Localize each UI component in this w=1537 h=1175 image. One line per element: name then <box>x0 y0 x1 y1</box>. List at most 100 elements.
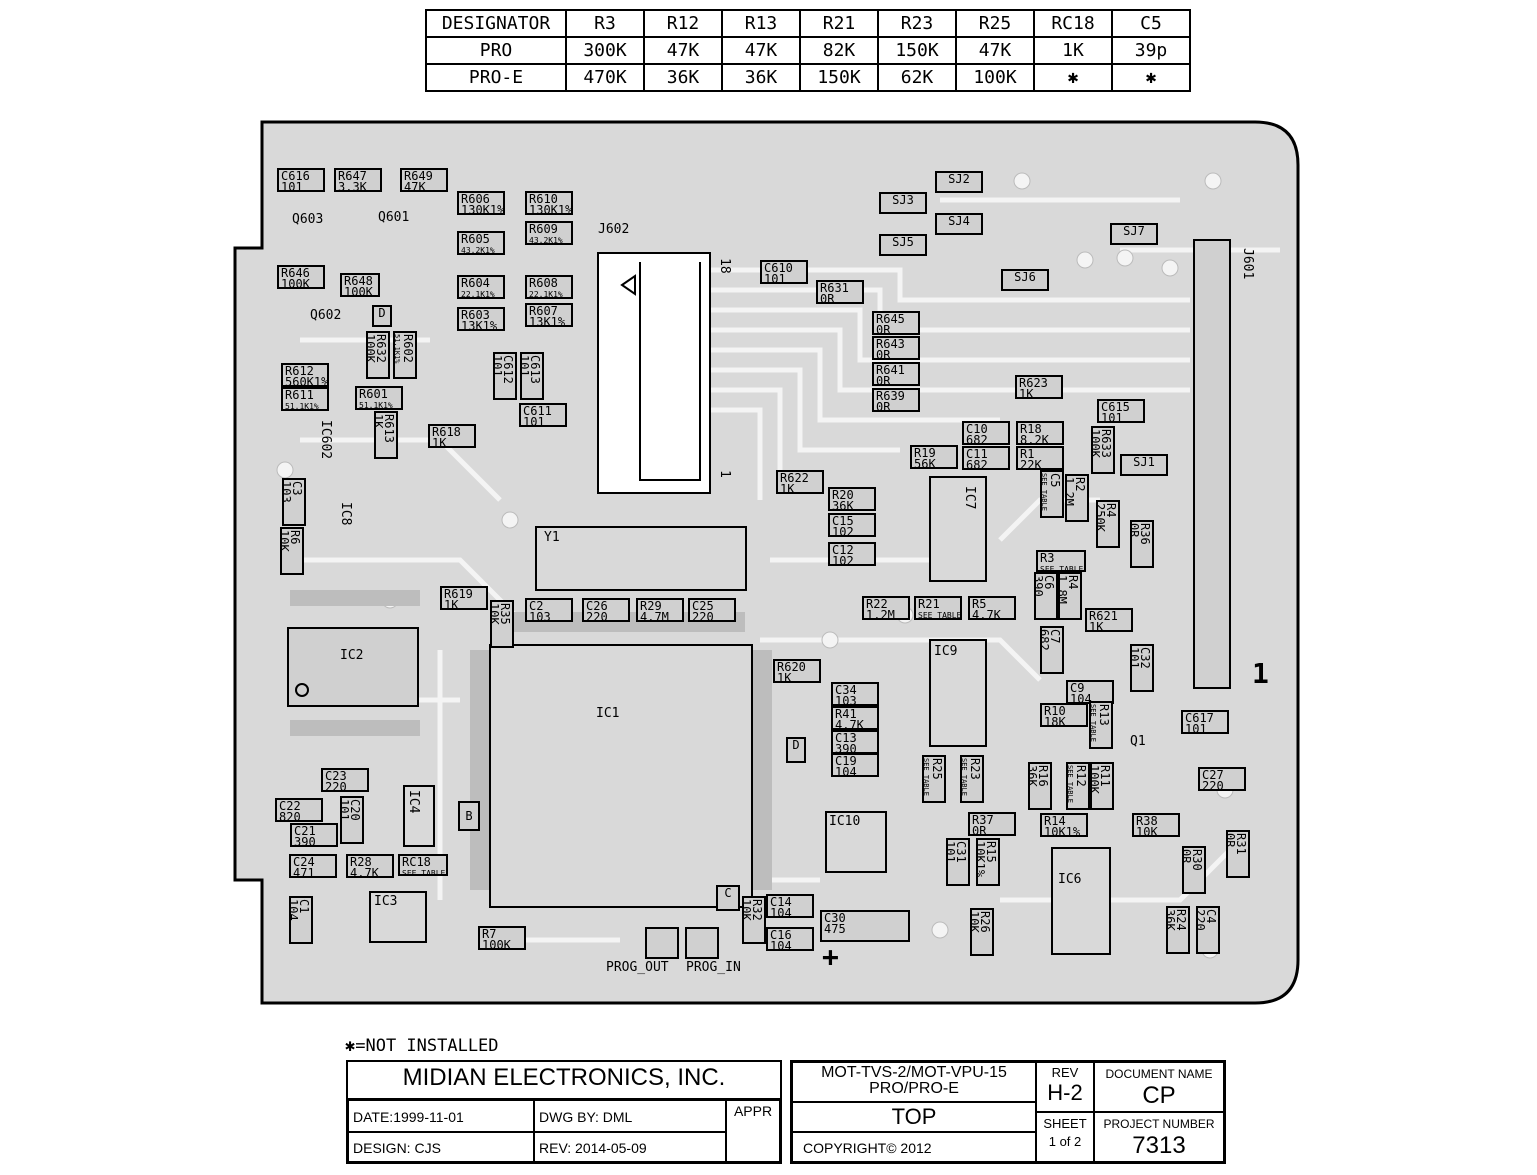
q602-label: Q602 <box>310 308 342 323</box>
component-ref: C6 <box>1042 575 1056 590</box>
table-cell: 100K <box>955 63 1035 92</box>
marker-b: B <box>458 801 480 831</box>
variant-table: DESIGNATOR R3 R12 R13 R21 R23 R25 RC18 C… <box>425 9 1191 92</box>
component-value: 101 <box>340 799 351 821</box>
component-value: 0R <box>972 824 987 836</box>
component-ref: R25 <box>930 758 944 780</box>
table-cell: 150K <box>877 36 957 65</box>
document-name-box: DOCUMENT NAME CP <box>1094 1062 1224 1112</box>
component-value: 10K <box>280 530 291 552</box>
component-ref: C10 <box>966 422 988 436</box>
component-value: 1.2M <box>866 608 895 620</box>
document-name-label: DOCUMENT NAME <box>1105 1067 1213 1081</box>
component-ref: R5 <box>972 597 987 611</box>
component-ref: R21 <box>918 597 940 611</box>
component-value: 3.3K <box>338 180 367 192</box>
component-ref: C22 <box>279 799 301 813</box>
component-ref: R641 <box>876 363 905 377</box>
component-ref: R604 <box>461 276 490 290</box>
component-value: 0R <box>1182 849 1193 864</box>
revision-value: H-2 <box>1047 1080 1083 1105</box>
variant-table-header: DESIGNATOR R3 R12 R13 R21 R23 R25 RC18 C… <box>425 9 1191 38</box>
j602-connector <box>597 252 711 494</box>
ic7-label: IC7 <box>962 486 977 510</box>
component-ref: C13 <box>835 731 857 745</box>
solder-jumper-sj6: SJ6 <box>1001 269 1049 291</box>
component-ref: R647 <box>338 169 367 183</box>
component-ref: C16 <box>770 928 792 942</box>
component-value: 101 <box>764 272 786 284</box>
component-value: 1K <box>374 414 385 429</box>
prog-in-label: PROG_IN <box>686 960 741 975</box>
component-ref: C9 <box>1070 681 1085 695</box>
document-name-value: CP <box>1142 1082 1176 1109</box>
component-ref: R602 <box>401 334 415 363</box>
component-value: 220 <box>586 610 608 622</box>
component-ref: C20 <box>348 799 362 821</box>
component-value: 100K <box>482 938 511 950</box>
component-value: 0R <box>876 348 891 360</box>
component-value: 101 <box>493 355 504 377</box>
solder-jumper-sj1: SJ1 <box>1120 454 1168 476</box>
component-value: 101 <box>523 415 545 427</box>
component-ref: R14 <box>1044 814 1066 828</box>
component-ref: R3 <box>1040 551 1055 565</box>
component-ref: C611 <box>523 404 552 418</box>
component-value: SEE TABLE <box>918 611 962 620</box>
component-value: 1K <box>1019 387 1034 399</box>
component-value: 104 <box>770 906 792 918</box>
component-value: 475 <box>824 922 846 936</box>
component-value: 47K <box>404 180 426 192</box>
component-value: 104 <box>770 939 792 951</box>
table-cell: 36K <box>721 63 801 92</box>
component-value: 220 <box>325 780 347 792</box>
sheet-value: 1 of 2 <box>1048 1134 1082 1149</box>
component-value: 820 <box>279 810 301 822</box>
table-cell: RC18 <box>1033 9 1113 38</box>
component-value: 22.1K1% <box>461 290 495 299</box>
ic6-label: IC6 <box>1058 872 1082 887</box>
j601-connector <box>1193 239 1231 689</box>
revision-box: REV H-2 <box>1036 1062 1094 1112</box>
component-ref: C27 <box>1202 768 1224 782</box>
component-ref: C15 <box>832 514 854 528</box>
component-ref: R19 <box>914 446 936 460</box>
component-value: 103 <box>529 610 551 622</box>
table-cell: 150K <box>799 63 879 92</box>
ic2-label: IC2 <box>340 648 364 663</box>
component-value: 10K1% <box>1044 825 1081 837</box>
table-cell: 300K <box>565 36 645 65</box>
component-value: SEE TABLE <box>402 869 446 876</box>
component-ref: C613 <box>528 355 542 384</box>
component-value: 1K <box>777 671 792 683</box>
component-value: SEE TABLE <box>1040 473 1048 511</box>
y1-crystal <box>535 526 747 591</box>
component-value: 10K <box>970 911 981 933</box>
component-value: 100K <box>366 334 377 363</box>
ic2-body <box>287 627 419 707</box>
ic4-body <box>403 785 435 847</box>
component-ref: C615 <box>1101 400 1130 414</box>
table-cell: 36K <box>643 63 723 92</box>
